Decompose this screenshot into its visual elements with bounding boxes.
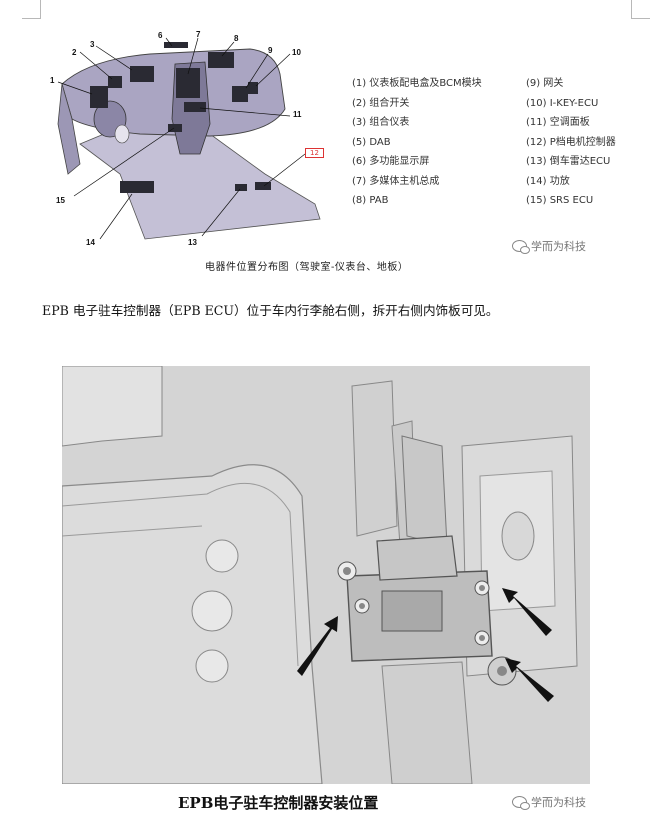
legend-column-right: (9) 网关 (10) I-KEY-ECU (11) 空调面板 (12) P档电… (526, 74, 616, 211)
callout-13: 13 (188, 238, 197, 247)
callout-6: 6 (158, 31, 163, 40)
wechat-icon (512, 240, 530, 254)
wechat-icon (512, 796, 530, 810)
legend-item: (11) 空调面板 (526, 117, 590, 128)
legend-item: (14) 功放 (526, 175, 570, 187)
figure-caption-top: 电器件位置分布图（驾驶室-仪表台、地板） (205, 262, 409, 273)
component-location-diagram: 1 2 3 6 7 8 9 10 11 12 13 14 15 (50, 24, 340, 254)
body-paragraph: EPB 电子驻车控制器（EPB ECU）位于车内行李舱右侧，拆开右侧内饰板可见。 (42, 303, 499, 318)
legend-item: (6) 多功能显示屏 (352, 156, 430, 167)
epb-ecu-installation-drawing (62, 366, 590, 784)
callout-2: 2 (72, 48, 77, 57)
watermark: 学而为科技 (512, 794, 586, 810)
callout-12: 12 (305, 148, 324, 158)
watermark-text: 学而为科技 (531, 796, 586, 809)
trunk-panel-drawing (62, 366, 590, 784)
callout-10: 10 (292, 48, 301, 57)
legend-item: (9) 网关 (526, 78, 564, 89)
dashboard-floor-drawing (57, 37, 321, 240)
watermark-text: 学而为科技 (531, 240, 586, 253)
callout-1: 1 (50, 76, 55, 85)
legend-column-left: (1) 仪表板配电盒及BCM模块 (2) 组合开关 (3) 组合仪表 (5) D… (352, 74, 482, 211)
legend-item: (2) 组合开关 (352, 97, 410, 109)
watermark: 学而为科技 (512, 238, 586, 254)
legend-item: (12) P档电机控制器 (526, 136, 616, 148)
legend-item: (8) PAB (352, 195, 389, 206)
callout-11: 11 (293, 110, 302, 119)
callout-15: 15 (56, 196, 65, 205)
legend-item: (3) 组合仪表 (352, 117, 410, 128)
callout-14: 14 (86, 238, 95, 247)
page-corner-mark-right (631, 0, 650, 19)
legend-item: (7) 多媒体主机总成 (352, 175, 440, 187)
callout-3: 3 (90, 40, 95, 49)
callout-9: 9 (268, 46, 273, 55)
callout-8: 8 (234, 34, 239, 43)
legend-item: (1) 仪表板配电盒及BCM模块 (352, 78, 482, 89)
figure-caption-bottom: EPB电子驻车控制器安装位置 (178, 794, 379, 812)
legend-item: (5) DAB (352, 136, 391, 148)
legend-item: (10) I-KEY-ECU (526, 97, 599, 109)
page-corner-mark-left (22, 0, 41, 19)
legend-item: (13) 倒车雷达ECU (526, 156, 611, 167)
callout-7: 7 (196, 30, 201, 39)
legend-item: (15) SRS ECU (526, 195, 594, 206)
